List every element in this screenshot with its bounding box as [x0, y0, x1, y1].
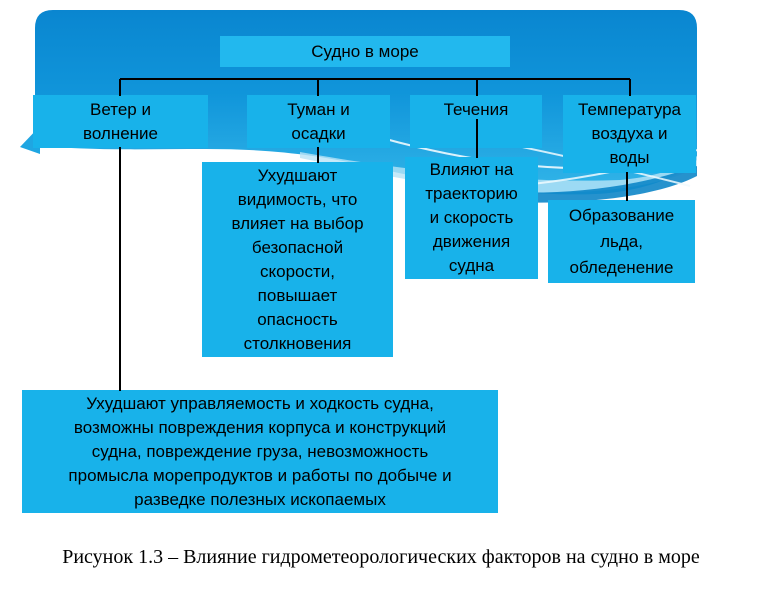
node-wind-and-waves: Ветер и волнение	[33, 95, 208, 148]
node-visibility-effect: Ухудшают видимость, что влияет на выбор …	[202, 162, 393, 357]
node-damage-effect: Ухудшают управляемость и ходкость судна,…	[22, 390, 498, 513]
node-currents: Течения	[410, 95, 542, 148]
node-trajectory-speed-effect: Влияют на траекторию и скорость движения…	[405, 157, 538, 279]
node-ship-at-sea: Судно в море	[220, 36, 510, 67]
node-air-water-temperature: Температура воздуха и воды	[563, 95, 696, 173]
node-fog-and-precipitation: Туман и осадки	[247, 95, 390, 148]
node-icing-effect: Образование льда, обледенение	[548, 200, 695, 283]
figure-caption: Рисунок 1.3 – Влияние гидрометеорологиче…	[62, 546, 700, 568]
